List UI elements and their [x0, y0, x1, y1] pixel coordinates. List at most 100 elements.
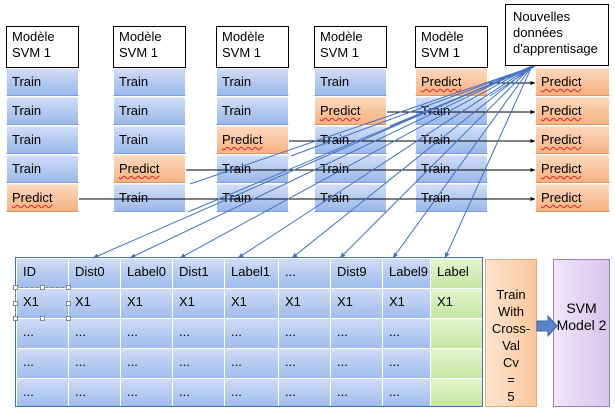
table-cell: X1 [120, 288, 172, 318]
new-data-row-4: Predict [535, 155, 610, 183]
table-header-cell: ID [16, 258, 68, 288]
table-cell: ... [224, 318, 278, 348]
new-data-row-1: Predict [535, 68, 610, 96]
fold-header-2: Modèle SVM 1 [113, 26, 186, 68]
fold-cell-label: Train [222, 74, 252, 89]
table-header-cell: Label [430, 258, 482, 288]
fold-1-row-3: Train [6, 126, 79, 154]
table-cell: ... [16, 378, 68, 406]
table-cell [430, 378, 482, 406]
fold-5-row-5: Train [415, 184, 488, 212]
fold-cell-label: Predict [222, 132, 263, 147]
table-cell: ... [278, 348, 330, 378]
fold-cell-label: Train [320, 74, 350, 89]
fold-cell-label: Predict [119, 161, 160, 176]
table-cell: ... [120, 318, 172, 348]
selection-handle[interactable] [13, 316, 18, 321]
newdata-fan-line [290, 65, 536, 157]
fold-header-4: Modèle SVM 1 [314, 26, 387, 68]
fold-cell-label: Train [421, 132, 451, 147]
table-cell [430, 348, 482, 378]
cv-to-model-arrow [536, 314, 558, 338]
fold-cell-label: Train [12, 132, 42, 147]
fold-1-row-1: Train [6, 68, 79, 96]
feature-table [15, 257, 483, 407]
fold-cell-label: Train [320, 190, 350, 205]
selection-handle[interactable] [66, 301, 71, 306]
table-cell: X1 [382, 288, 430, 318]
selection-handle[interactable] [66, 285, 71, 290]
table-cell: X1 [430, 288, 482, 318]
table-cell: ... [224, 378, 278, 406]
new-data-header: Nouvelles données d'apprentisage [505, 4, 609, 66]
table-cell: ... [330, 318, 382, 348]
table-cell: X1 [278, 288, 330, 318]
fold-cell-label: Predict [12, 190, 53, 205]
fold-2-row-5: Train [113, 184, 186, 212]
fold-header-5: Modèle SVM 1 [415, 26, 488, 68]
new-data-row-5: Predict [535, 184, 610, 212]
table-header-cell: Dist0 [68, 258, 120, 288]
table-cell: X1 [68, 288, 120, 318]
newdata-fan-line [509, 65, 536, 81]
new-data-row-3: Predict [535, 126, 610, 154]
fold-3-row-4: Train [216, 155, 289, 183]
new-data-cell-label: Predict [541, 132, 582, 147]
new-data-cell-label: Predict [541, 161, 582, 176]
fold-header-1: Modèle SVM 1 [6, 26, 79, 68]
table-cell: ... [68, 348, 120, 378]
table-cell: ... [172, 348, 224, 378]
table-cell: ... [16, 318, 68, 348]
fold-2-row-2: Train [113, 97, 186, 125]
newdata-fan-line [189, 65, 536, 185]
fold-1-row-4: Train [6, 155, 79, 183]
selection-handle[interactable] [40, 316, 45, 321]
table-header-cell: Label1 [224, 258, 278, 288]
new-data-cell-label: Predict [541, 190, 582, 205]
fold-2-row-4: Predict [113, 155, 186, 183]
selection-handle[interactable] [40, 285, 45, 290]
new-data-cell-label: Predict [541, 103, 582, 118]
fold-cell-label: Train [12, 161, 42, 176]
fold-cell-label: Train [12, 74, 42, 89]
fold-5-row-1: Predict [415, 68, 488, 96]
table-cell: X1 [15, 287, 69, 319]
newdata-to-table-arrow [179, 65, 533, 259]
table-header-cell: Label0 [120, 258, 172, 288]
fold-cell-label: Train [119, 103, 149, 118]
fold-1-row-5: Predict [6, 184, 79, 212]
table-cell: X1 [224, 288, 278, 318]
selection-handle[interactable] [13, 301, 18, 306]
fold-cell-label: Train [119, 190, 149, 205]
fold-3-row-1: Train [216, 68, 289, 96]
fold-4-row-1: Train [314, 68, 387, 96]
selection-handle[interactable] [66, 316, 71, 321]
newdata-fan-line [489, 65, 536, 97]
fold-cell-label: Train [119, 74, 149, 89]
table-cell: ... [382, 378, 430, 406]
table-cell: X1 [172, 288, 224, 318]
fold-cell-label: Predict [320, 103, 361, 118]
newdata-fan-line [389, 65, 536, 127]
selection-handle[interactable] [13, 285, 18, 290]
table-cell: ... [382, 348, 430, 378]
fold-cell-label: Train [12, 103, 42, 118]
table-cell: ... [68, 378, 120, 406]
table-cell: ... [16, 348, 68, 378]
newdata-to-table-arrow [237, 65, 533, 259]
table-cell: ... [120, 348, 172, 378]
fold-cell-label: Train [222, 190, 252, 205]
table-cell: ... [120, 378, 172, 406]
table-header-cell: Dist1 [172, 258, 224, 288]
table-cell: ... [330, 378, 382, 406]
fold-cell-label: Train [421, 161, 451, 176]
table-cell: ... [278, 318, 330, 348]
train-cross-val-box: Train With Cross-Val Cv = 5 [485, 259, 537, 407]
new-data-cell-label: Predict [541, 74, 582, 89]
table-cell: ... [224, 348, 278, 378]
svm-model-2-box: SVM Model 2 [553, 259, 610, 407]
fold-cell-label: Train [320, 161, 350, 176]
newdata-to-table-arrow [339, 65, 533, 259]
new-data-row-2: Predict [535, 97, 610, 125]
table-header-cell: Dist9 [330, 258, 382, 288]
